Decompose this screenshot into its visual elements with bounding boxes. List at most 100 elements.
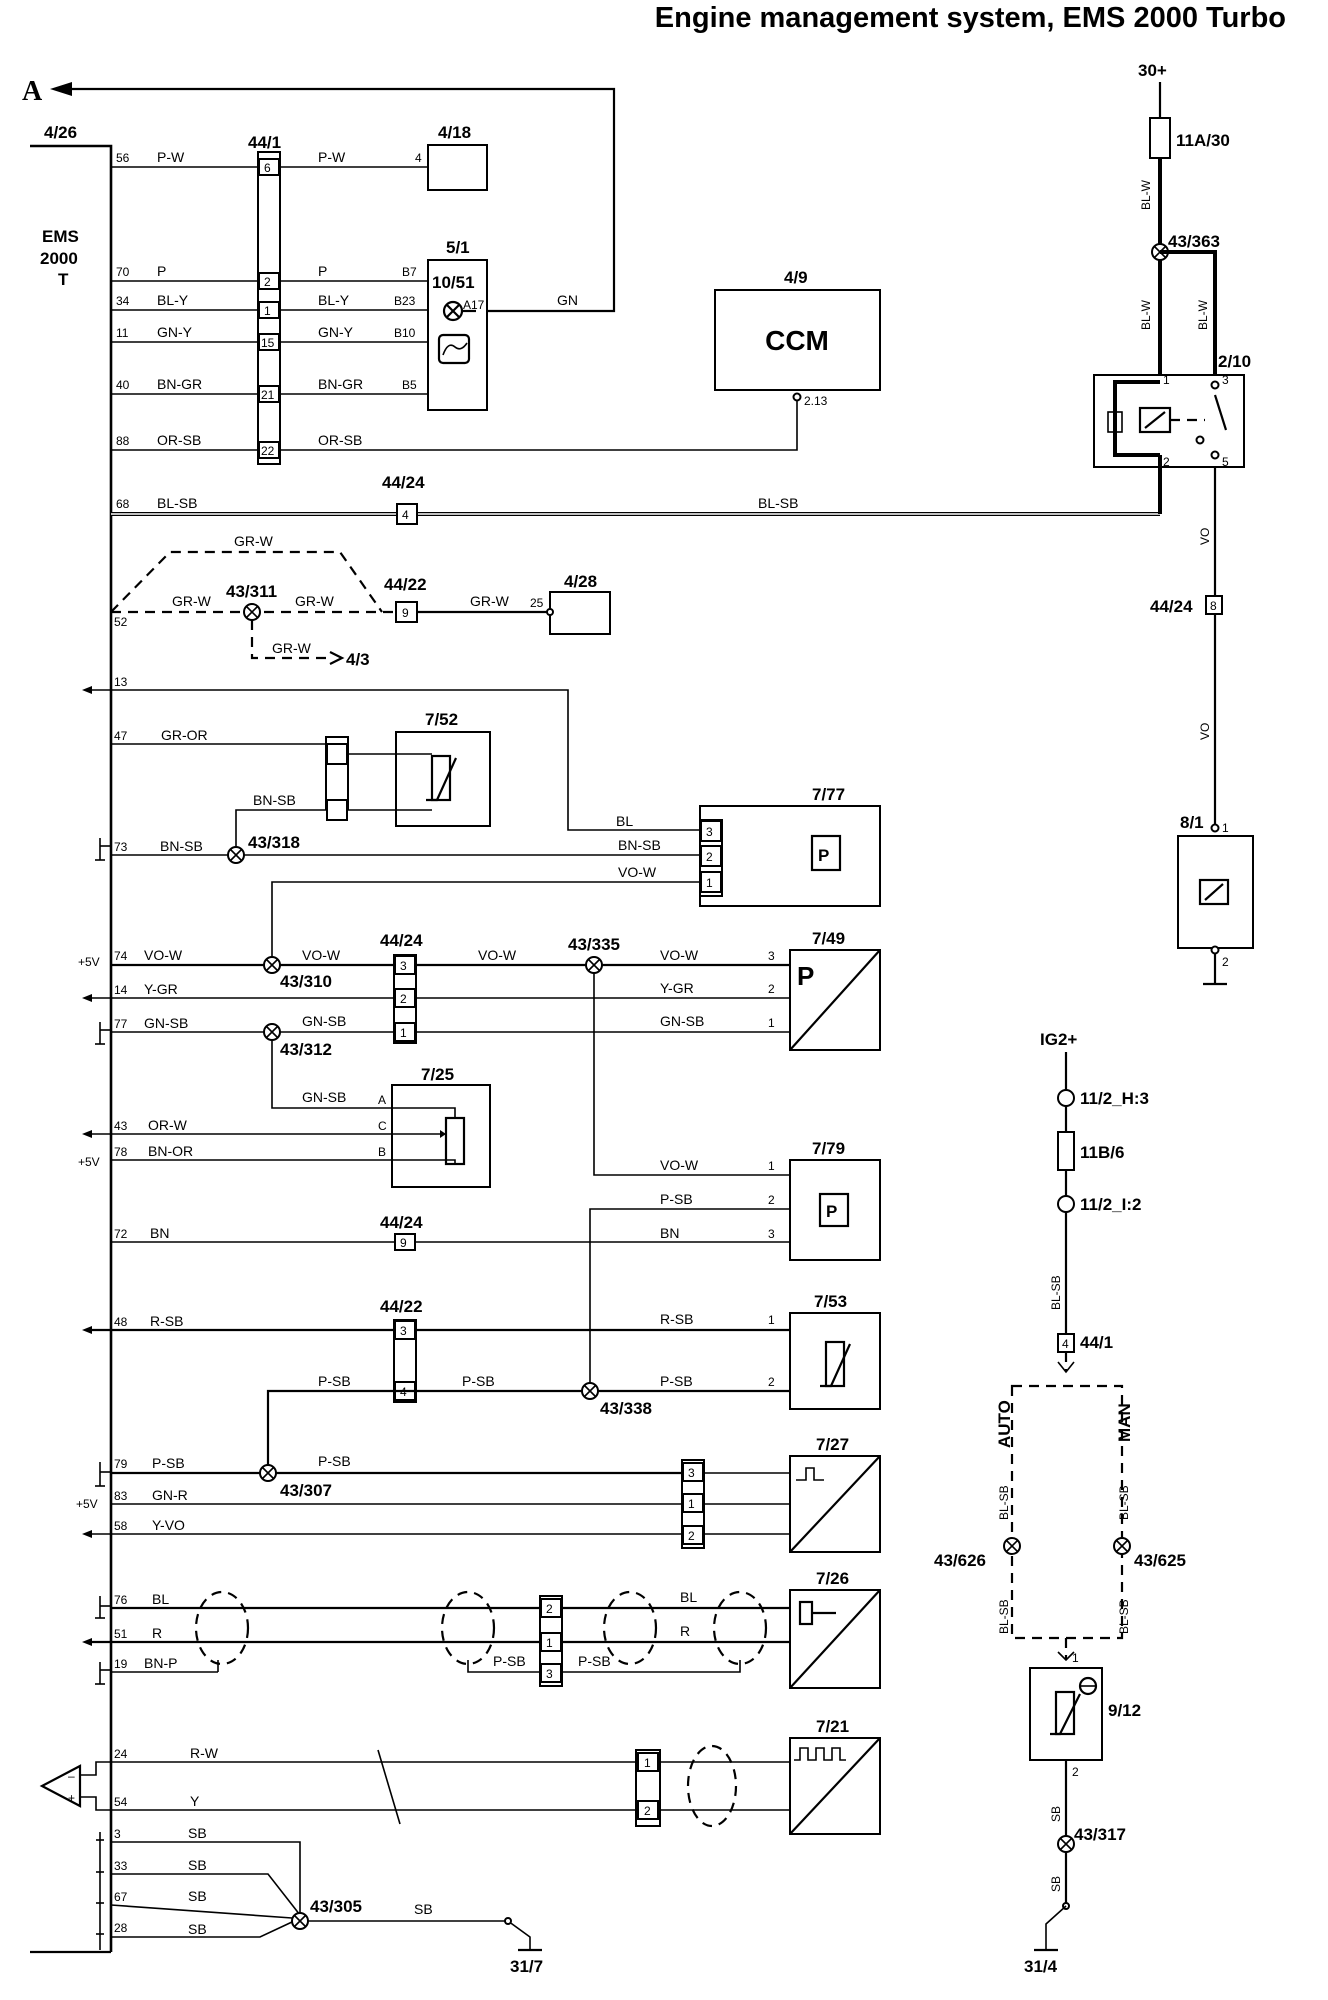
sensor-7-52: 7/52 1 2 xyxy=(325,710,491,827)
svg-text:1: 1 xyxy=(768,1313,775,1327)
svg-text:BL: BL xyxy=(152,1591,169,1607)
svg-text:SB: SB xyxy=(414,1901,433,1917)
svg-text:2: 2 xyxy=(546,1602,553,1616)
svg-text:OR-W: OR-W xyxy=(148,1117,188,1133)
svg-text:33: 33 xyxy=(114,1859,128,1873)
svg-text:P-SB: P-SB xyxy=(493,1653,526,1669)
svg-text:3: 3 xyxy=(400,959,407,973)
ecu-name-1: EMS xyxy=(42,227,79,246)
svg-text:AUTO: AUTO xyxy=(995,1400,1014,1448)
svg-text:BN-P: BN-P xyxy=(144,1655,177,1671)
svg-text:56: 56 xyxy=(116,151,130,165)
svg-text:GN-SB: GN-SB xyxy=(660,1013,704,1029)
svg-text:73: 73 xyxy=(114,840,128,854)
svg-text:52: 52 xyxy=(114,615,128,629)
svg-text:44/24: 44/24 xyxy=(380,1213,423,1232)
sensor-7-53: 7/53 1 2 xyxy=(768,1292,881,1410)
svg-text:68: 68 xyxy=(116,497,130,511)
svg-text:11/2_H:3: 11/2_H:3 xyxy=(1080,1089,1149,1108)
svg-text:70: 70 xyxy=(116,265,130,279)
svg-text:9: 9 xyxy=(402,606,409,620)
svg-text:VO-W: VO-W xyxy=(478,947,517,963)
svg-text:43/317: 43/317 xyxy=(1074,1825,1126,1844)
svg-text:P-SB: P-SB xyxy=(152,1455,185,1471)
svg-text:BL: BL xyxy=(680,1589,697,1605)
svg-text:Y-VO: Y-VO xyxy=(152,1517,185,1533)
svg-text:54: 54 xyxy=(114,1795,128,1809)
svg-text:40: 40 xyxy=(116,378,130,392)
svg-text:21: 21 xyxy=(261,388,275,402)
svg-text:P-SB: P-SB xyxy=(318,1373,351,1389)
ecu-id: 4/26 xyxy=(44,123,77,142)
svg-text:4/3: 4/3 xyxy=(346,650,370,669)
ecu-body-edge xyxy=(30,144,113,1952)
svg-text:48: 48 xyxy=(114,1315,128,1329)
svg-text:4/28: 4/28 xyxy=(564,572,597,591)
svg-text:8/1: 8/1 xyxy=(1180,813,1204,832)
svg-text:44/24: 44/24 xyxy=(382,473,425,492)
svg-text:VO: VO xyxy=(1198,723,1212,740)
svg-text:BN-SB: BN-SB xyxy=(160,838,203,854)
ref-a-arrow xyxy=(50,82,72,96)
svg-text:GN-SB: GN-SB xyxy=(144,1015,188,1031)
svg-text:3: 3 xyxy=(768,949,775,963)
svg-text:47: 47 xyxy=(114,729,128,743)
svg-text:VO-W: VO-W xyxy=(144,947,183,963)
svg-text:Y-GR: Y-GR xyxy=(660,980,694,996)
svg-text:25: 25 xyxy=(530,596,544,610)
svg-text:3: 3 xyxy=(114,1827,121,1841)
ecu-name-2: 2000 xyxy=(40,249,78,268)
svg-text:P-W: P-W xyxy=(157,149,185,165)
svg-text:2.13: 2.13 xyxy=(804,394,828,408)
svg-text:1: 1 xyxy=(706,876,713,890)
svg-text:3: 3 xyxy=(706,825,713,839)
svg-text:7/77: 7/77 xyxy=(812,785,845,804)
fuse-11a-30 xyxy=(1149,117,1171,159)
svg-text:67: 67 xyxy=(114,1890,128,1904)
svg-text:GN-Y: GN-Y xyxy=(318,324,354,340)
svg-text:43/310: 43/310 xyxy=(280,972,332,991)
svg-text:2/10: 2/10 xyxy=(1218,352,1251,371)
svg-text:2: 2 xyxy=(768,1375,775,1389)
svg-text:A17: A17 xyxy=(463,298,485,312)
svg-text:58: 58 xyxy=(114,1519,128,1533)
svg-text:31/7: 31/7 xyxy=(510,1957,543,1976)
svg-text:15: 15 xyxy=(261,336,275,350)
svg-text:GR-OR: GR-OR xyxy=(161,727,208,743)
svg-text:BL: BL xyxy=(616,813,633,829)
svg-text:P-SB: P-SB xyxy=(462,1373,495,1389)
component-4-28: 4/28 25 xyxy=(530,572,611,635)
svg-text:R-SB: R-SB xyxy=(150,1313,183,1329)
svg-text:4: 4 xyxy=(402,508,409,522)
svg-text:2: 2 xyxy=(1163,455,1170,469)
svg-text:B7: B7 xyxy=(402,265,417,279)
svg-text:BN: BN xyxy=(660,1225,679,1241)
conn-44-22-top: 44/22 9 xyxy=(384,575,427,623)
svg-text:43/335: 43/335 xyxy=(568,935,620,954)
svg-text:2: 2 xyxy=(264,275,271,289)
svg-text:BL-Y: BL-Y xyxy=(318,292,350,308)
svg-text:CCM: CCM xyxy=(765,325,829,356)
svg-text:11/2_I:2: 11/2_I:2 xyxy=(1080,1195,1141,1214)
svg-text:43/312: 43/312 xyxy=(280,1040,332,1059)
svg-text:83: 83 xyxy=(114,1489,128,1503)
supply-ig2: IG2+ xyxy=(1040,1030,1077,1049)
svg-text:9/12: 9/12 xyxy=(1108,1701,1141,1720)
svg-text:74: 74 xyxy=(114,949,128,963)
svg-text:+5V: +5V xyxy=(78,1155,100,1169)
svg-text:BN-GR: BN-GR xyxy=(318,376,363,392)
svg-text:88: 88 xyxy=(116,434,130,448)
svg-text:BL-SB: BL-SB xyxy=(997,1599,1011,1634)
svg-text:BL-SB: BL-SB xyxy=(1049,1275,1063,1310)
sensor-7-77: 7/77 P 3 2 1 xyxy=(699,785,881,907)
svg-text:B5: B5 xyxy=(402,378,417,392)
svg-text:SB: SB xyxy=(1049,1806,1063,1822)
svg-text:44/1: 44/1 xyxy=(1080,1333,1113,1352)
svg-text:43/626: 43/626 xyxy=(934,1551,986,1570)
sensor-7-26: 7/26 xyxy=(789,1569,881,1689)
svg-text:VO: VO xyxy=(1198,528,1212,545)
svg-text:1: 1 xyxy=(264,304,271,318)
svg-text:VO-W: VO-W xyxy=(660,947,699,963)
svg-text:VO-W: VO-W xyxy=(660,1157,699,1173)
conn-44-24-mid: 44/24 3 2 1 xyxy=(380,931,423,1044)
